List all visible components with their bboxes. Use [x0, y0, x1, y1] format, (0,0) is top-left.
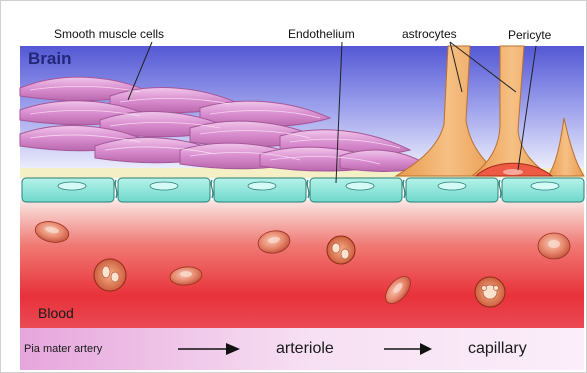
pericyte-label: Pericyte [508, 28, 551, 42]
flow-end-label: capillary [468, 340, 527, 358]
flow-start-label: Pia mater artery [24, 343, 102, 356]
smooth-muscle-cells-label: Smooth muscle cells [54, 27, 164, 41]
pericyte-nucleus [503, 169, 523, 175]
brain-label: Brain [28, 49, 71, 69]
endothelium-label: Endothelium [288, 27, 355, 41]
blood-label: Blood [38, 305, 74, 321]
flow-middle-label: arteriole [276, 340, 334, 358]
astrocytes-label: astrocytes [402, 27, 457, 41]
